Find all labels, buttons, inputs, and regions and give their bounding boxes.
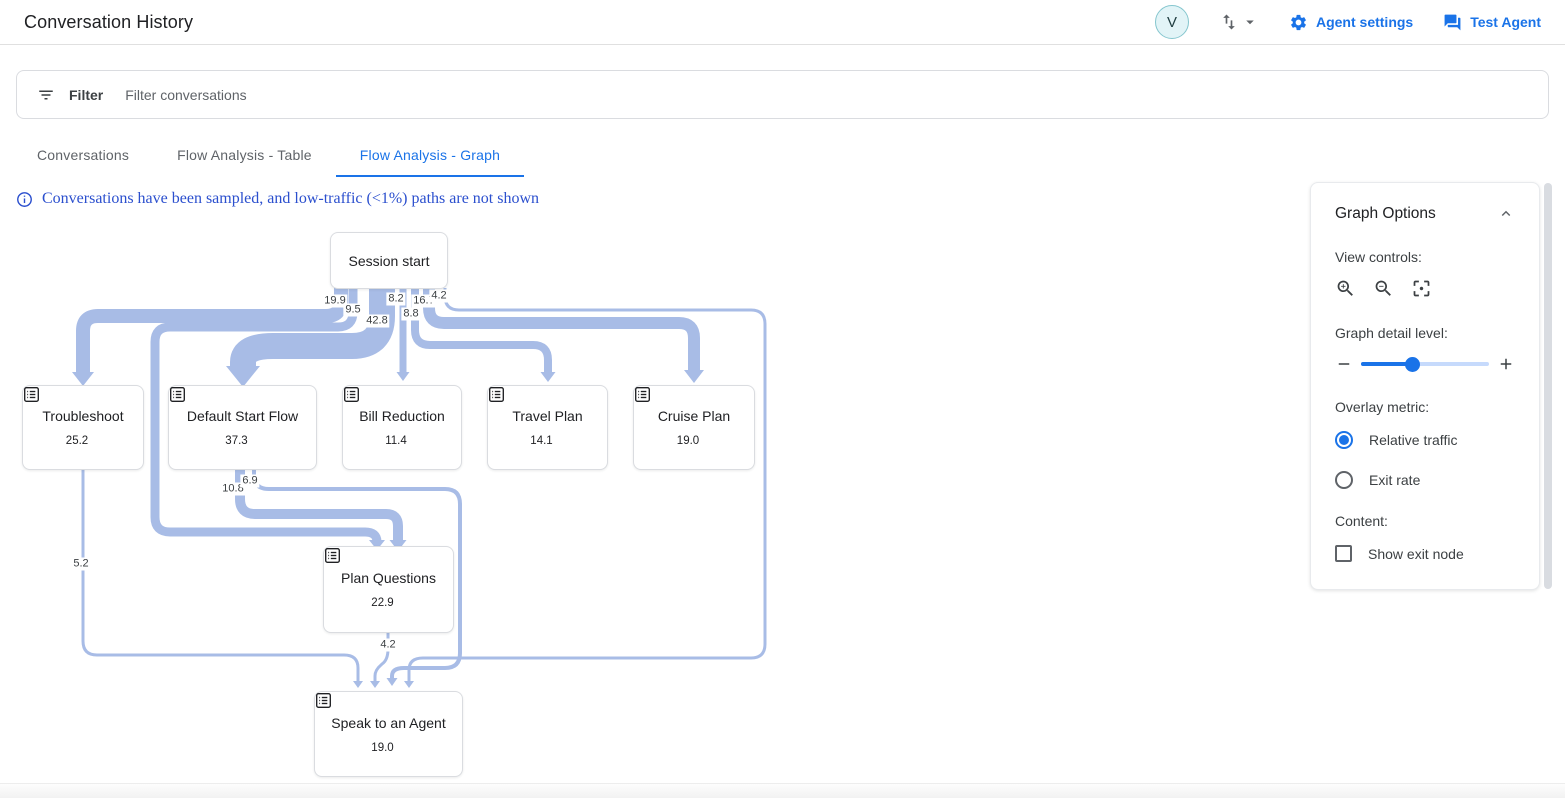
graph-options-panel: Graph Options View controls: Graph detai…: [1310, 182, 1540, 590]
node-label: Cruise Plan: [657, 408, 731, 424]
detail-level-slider[interactable]: [1361, 356, 1489, 372]
node-value: 19.0: [676, 435, 700, 447]
minus-icon[interactable]: [1335, 355, 1353, 373]
radio-exit-rate[interactable]: Exit rate: [1335, 471, 1515, 489]
edge-default-start-flow-to-plan-questions: [235, 470, 407, 551]
slider-thumb[interactable]: [1405, 357, 1421, 372]
test-agent-label: Test Agent: [1470, 14, 1541, 30]
filter-input[interactable]: [125, 86, 1528, 103]
edge-value-label: 10.8: [220, 482, 246, 496]
edge-value-label: 4.2: [429, 289, 449, 303]
tab-conversations[interactable]: Conversations: [37, 147, 130, 163]
info-icon: [16, 191, 33, 208]
node-value: 25.2: [65, 435, 89, 447]
node-speak-to-an-agent[interactable]: Speak to an Agent 19.0: [314, 691, 463, 777]
import-export-icon: [1219, 12, 1239, 32]
tab-flow-analysis-graph[interactable]: Flow Analysis - Graph: [335, 135, 525, 177]
graph-detail-level-label: Graph detail level:: [1335, 325, 1448, 341]
collapse-chevron-up-icon[interactable]: [1497, 205, 1515, 223]
edge-value-label: 5.2: [71, 557, 91, 571]
edge-value-label: 19.9: [322, 294, 348, 308]
node-session-start[interactable]: Session start: [330, 232, 448, 289]
node-value: 22.9: [371, 597, 394, 609]
sampling-notice: Conversations have been sampled, and low…: [16, 190, 1565, 208]
node-value: 37.3: [225, 435, 248, 447]
chevron-down-icon: [1241, 13, 1259, 31]
edge-session-to-speak-to-agent: [404, 288, 767, 688]
radio-label: Relative traffic: [1369, 432, 1458, 448]
edge-plan-questions-to-speak-to-agent: [370, 633, 390, 688]
node-label: Bill Reduction: [359, 408, 445, 424]
filter-icon: [37, 86, 55, 104]
edge-value-label: 8.8: [401, 307, 421, 321]
radio-relative-traffic[interactable]: Relative traffic: [1335, 431, 1515, 449]
tab-flow-analysis-table[interactable]: Flow Analysis - Table: [177, 147, 312, 163]
checkbox-icon: [1335, 545, 1352, 562]
gear-icon: [1289, 13, 1308, 32]
node-cruise-plan[interactable]: Cruise Plan 19.0: [633, 385, 755, 470]
avatar-letter: V: [1166, 13, 1177, 31]
node-label: Speak to an Agent: [331, 714, 446, 731]
chat-icon: [1443, 13, 1462, 32]
filter-bar[interactable]: Filter: [16, 70, 1549, 119]
node-value: 14.1: [530, 435, 553, 447]
plus-icon[interactable]: [1497, 355, 1515, 373]
node-troubleshoot[interactable]: Troubleshoot 25.2: [22, 385, 144, 470]
node-value: 19.0: [371, 741, 394, 754]
avatar[interactable]: V: [1154, 5, 1189, 39]
center-focus-icon[interactable]: [1411, 278, 1432, 299]
agent-settings-label: Agent settings: [1315, 14, 1414, 30]
vertical-scrollbar[interactable]: [1544, 183, 1552, 589]
node-plan-questions[interactable]: Plan Questions 22.9: [323, 546, 454, 633]
node-label: Travel Plan: [512, 408, 583, 424]
node-value: 11.4: [385, 435, 407, 447]
radio-selected-icon: [1335, 431, 1353, 449]
edge-value-label: 9.5: [343, 303, 363, 317]
zoom-out-icon[interactable]: [1373, 278, 1394, 299]
checkbox-show-exit-node[interactable]: Show exit node: [1335, 545, 1515, 562]
edge-value-label: 16.7: [411, 294, 437, 308]
node-default-start-flow[interactable]: Default Start Flow 37.3: [168, 385, 317, 470]
edge-session-to-cruise-plan: [423, 288, 704, 383]
overlay-metric-label: Overlay metric:: [1335, 399, 1430, 415]
tab-bar: Conversations Flow Analysis - Table Flow…: [0, 135, 1565, 177]
edge-value-label: 4.2: [378, 638, 398, 652]
sort-button[interactable]: [1219, 12, 1259, 32]
filter-label: Filter: [69, 86, 104, 103]
node-travel-plan[interactable]: Travel Plan 14.1: [487, 385, 608, 470]
checkbox-label: Show exit node: [1368, 545, 1464, 562]
edge-session-to-default-start-flow: [226, 288, 395, 387]
app-header: Conversation History V Agent settings: [0, 0, 1565, 45]
zoom-in-icon[interactable]: [1335, 278, 1356, 299]
edge-value-label: 42.8: [364, 314, 390, 328]
agent-settings-button[interactable]: Agent settings: [1289, 13, 1413, 32]
edge-session-to-travel-plan: [411, 288, 556, 382]
edge-troubleshoot-to-speak-to-agent: [81, 470, 363, 688]
radio-label: Exit rate: [1369, 472, 1421, 488]
node-label: Default Start Flow: [186, 408, 299, 424]
radio-unselected-icon: [1335, 471, 1353, 489]
page-title: Conversation History: [24, 11, 194, 32]
node-bill-reduction[interactable]: Bill Reduction 11.4: [342, 385, 462, 470]
content-label: Content:: [1335, 513, 1388, 529]
node-label: Troubleshoot: [42, 408, 124, 424]
horizontal-scrollbar[interactable]: [0, 783, 1565, 798]
edge-value-label: 6.9: [240, 474, 260, 488]
edge-session-to-troubleshoot: [72, 288, 348, 386]
graph-options-title: Graph Options: [1335, 205, 1436, 222]
node-label: Plan Questions: [341, 570, 436, 586]
node-label: Session start: [348, 252, 430, 269]
view-controls-label: View controls:: [1335, 249, 1422, 265]
edge-value-label: 8.2: [386, 292, 406, 306]
test-agent-button[interactable]: Test Agent: [1443, 13, 1541, 32]
sampling-notice-text: Conversations have been sampled, and low…: [42, 190, 540, 207]
